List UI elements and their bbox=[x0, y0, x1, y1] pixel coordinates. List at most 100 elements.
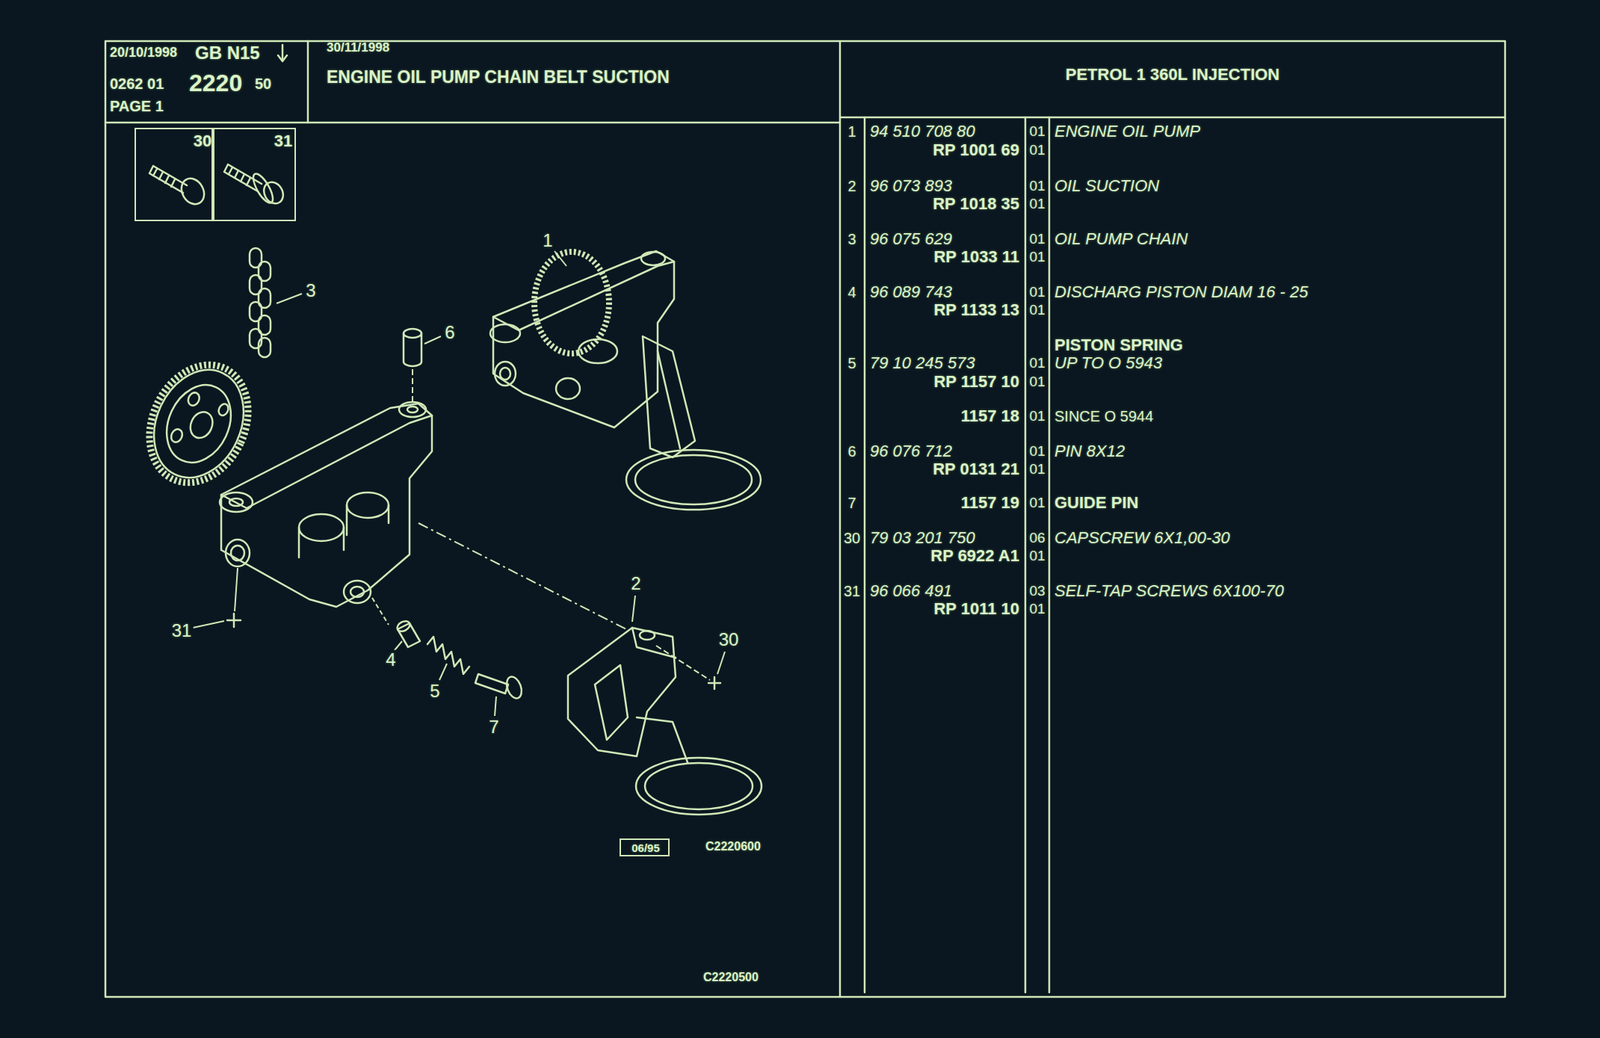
part-reference: RP 1011 10 bbox=[931, 600, 1021, 619]
frame-rule bbox=[839, 116, 1506, 119]
sprocket-hub bbox=[186, 408, 217, 441]
header-text: 20/10/1998 bbox=[109, 45, 178, 61]
screw-thread bbox=[228, 167, 251, 186]
page-frame bbox=[105, 41, 1506, 997]
part-number: 96 075 629 bbox=[868, 230, 954, 249]
pump-boss bbox=[490, 324, 521, 343]
strainer bbox=[635, 757, 762, 815]
pump-boss bbox=[399, 402, 426, 418]
gear-chamber bbox=[578, 339, 618, 364]
header-text: PETROL 1 360L INJECTION bbox=[1065, 65, 1281, 84]
quantity: 01 bbox=[1027, 284, 1047, 301]
part-number: 79 10 245 573 bbox=[868, 354, 977, 373]
part-description: CAPSCREW 6X1,00-30 bbox=[1052, 529, 1232, 548]
part-description: DISCHARG PISTON DIAM 16 - 25 bbox=[1052, 283, 1310, 302]
frame-rule bbox=[307, 41, 310, 123]
frame-rule bbox=[105, 121, 840, 125]
item-number: 6 bbox=[845, 443, 858, 460]
flange-hole bbox=[639, 630, 655, 640]
guide-pin-head bbox=[503, 674, 524, 701]
leader-line bbox=[717, 651, 725, 675]
sprocket-web bbox=[154, 374, 243, 474]
quantity: 01 bbox=[1027, 302, 1047, 319]
strainer bbox=[644, 763, 753, 810]
chamber-wall bbox=[298, 505, 389, 558]
pump-port bbox=[499, 367, 511, 380]
arrow-symbol bbox=[278, 55, 287, 62]
part-number: 96 073 893 bbox=[868, 177, 954, 196]
leader-line bbox=[494, 696, 497, 716]
screw-position bbox=[708, 677, 721, 690]
leader-line bbox=[276, 293, 302, 304]
table-rule bbox=[1024, 117, 1027, 993]
header-text: 06/95 bbox=[631, 842, 660, 855]
quantity: 01 bbox=[1027, 548, 1047, 565]
pump-port bbox=[556, 378, 580, 400]
screw-flange bbox=[249, 171, 277, 206]
oil-pump-assembly bbox=[490, 251, 761, 510]
sprocket-hole bbox=[186, 390, 202, 408]
header-model-cell: PETROL 1 360L INJECTION bbox=[839, 41, 1506, 118]
table-rule bbox=[1048, 117, 1051, 993]
relief-valve-parts bbox=[395, 618, 524, 701]
part-description: OIL SUCTION bbox=[1052, 177, 1161, 196]
quantity: 01 bbox=[1027, 443, 1047, 460]
pump-body bbox=[192, 402, 432, 628]
figure-code: C2220500 bbox=[701, 970, 761, 985]
quantity: 01 bbox=[1027, 178, 1047, 195]
item-number: 3 bbox=[845, 230, 858, 248]
part-description: ENGINE OIL PUMP bbox=[1052, 122, 1202, 141]
part-reference: RP 0131 21 bbox=[931, 460, 1021, 479]
item-number: 7 bbox=[845, 494, 858, 512]
pin bbox=[403, 328, 422, 403]
screw-31 bbox=[224, 164, 287, 208]
quantity: 01 bbox=[1027, 601, 1047, 618]
quantity: 01 bbox=[1027, 374, 1047, 391]
quantity: 01 bbox=[1027, 124, 1047, 140]
screw-head bbox=[260, 178, 287, 208]
callout-number: 5 bbox=[428, 681, 441, 701]
quantity: 01 bbox=[1027, 231, 1047, 248]
pump-port bbox=[230, 545, 245, 561]
part-reference: RP 1133 13 bbox=[931, 301, 1021, 320]
part-description: SINCE O 5944 bbox=[1052, 408, 1155, 425]
pump-boss-hole bbox=[229, 498, 243, 506]
gear-chamber bbox=[298, 514, 344, 542]
item-number: 30 bbox=[842, 529, 862, 547]
header-text: GB N15 bbox=[195, 43, 261, 63]
callout-number: 7 bbox=[487, 717, 500, 737]
part-reference: RP 6922 A1 bbox=[928, 547, 1021, 565]
piston-bore bbox=[350, 586, 364, 598]
screw-30 bbox=[149, 165, 209, 209]
callout-number: 30 bbox=[717, 629, 741, 650]
quantity: 01 bbox=[1027, 495, 1047, 512]
quantity: 01 bbox=[1027, 355, 1047, 372]
part-description: OIL PUMP CHAIN bbox=[1052, 230, 1189, 249]
assembly-line bbox=[411, 369, 414, 403]
leader-line bbox=[234, 567, 238, 612]
quantity: 03 bbox=[1027, 583, 1047, 600]
sprocket-rim bbox=[137, 354, 261, 492]
part-number: 96 066 491 bbox=[868, 582, 954, 601]
table-rule bbox=[863, 117, 867, 993]
pump-boss bbox=[641, 251, 666, 266]
frame-rule bbox=[839, 41, 842, 997]
callout-number: 2 bbox=[629, 573, 642, 594]
oil-suction bbox=[567, 595, 762, 815]
date-box: 06/95 bbox=[619, 838, 670, 857]
item-number: 1 bbox=[845, 123, 858, 140]
callout-number: 4 bbox=[384, 650, 397, 670]
quantity: 01 bbox=[1027, 408, 1047, 425]
screw-position bbox=[227, 613, 241, 627]
chain-link bbox=[249, 328, 262, 349]
leader-line bbox=[632, 595, 636, 622]
figure-code: C2220600 bbox=[703, 839, 763, 854]
quantity: 01 bbox=[1027, 249, 1047, 266]
header-title-cell: 30/11/1998 bbox=[307, 41, 840, 123]
sprocket-teeth bbox=[130, 348, 267, 499]
strainer bbox=[626, 449, 761, 510]
arrow-symbol bbox=[281, 44, 284, 60]
leader-line bbox=[439, 663, 447, 681]
assembly-line bbox=[656, 645, 710, 681]
callout-number: 1 bbox=[541, 230, 554, 251]
